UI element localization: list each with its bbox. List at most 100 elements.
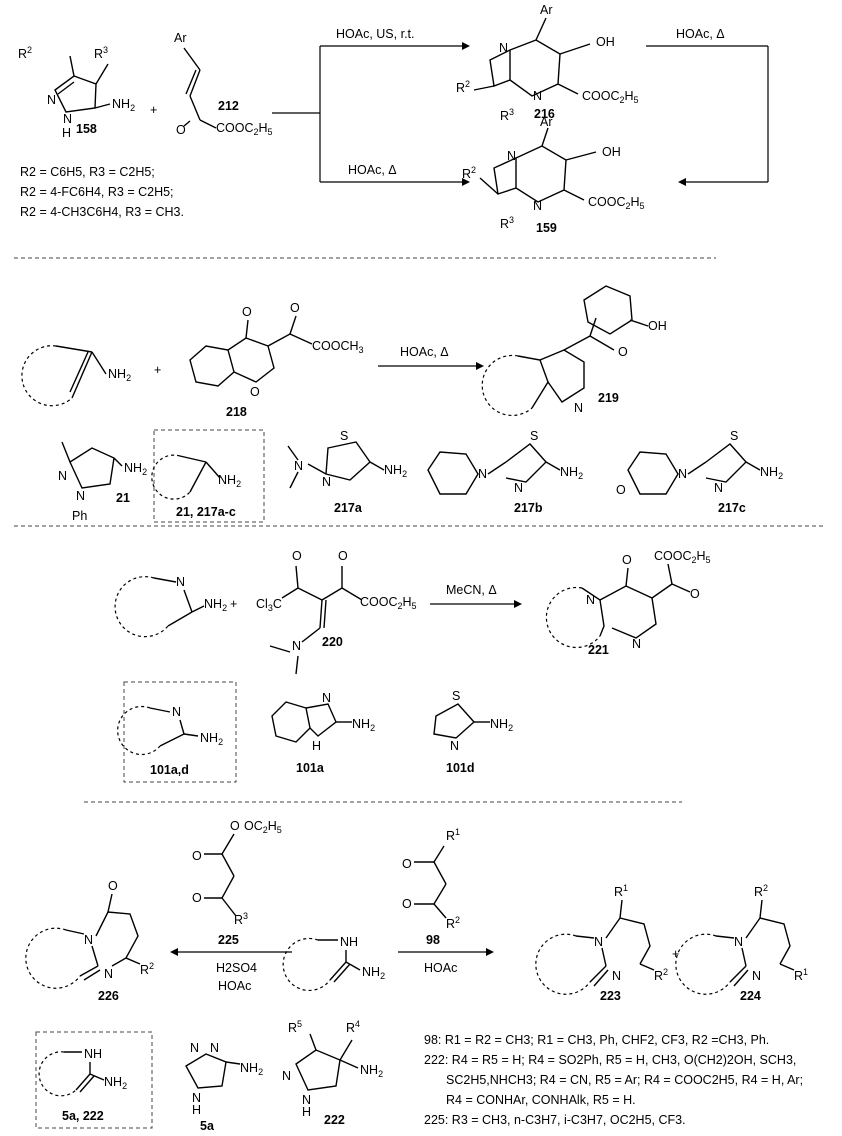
- label-21: 21: [116, 491, 130, 505]
- svg-text:Cl3C: Cl3C: [256, 597, 282, 613]
- svg-text:N: N: [192, 1091, 201, 1105]
- svg-text:OH: OH: [596, 35, 615, 49]
- svg-text:COOCH3: COOCH3: [312, 339, 364, 355]
- svg-text:R1: R1: [794, 967, 808, 983]
- svg-text:N: N: [76, 489, 85, 503]
- svg-text:NH2: NH2: [108, 367, 131, 383]
- svg-text:NH2: NH2: [104, 1075, 127, 1091]
- svg-text:OH: OH: [648, 319, 667, 333]
- svg-text:R3: R3: [500, 107, 514, 123]
- svg-text:O: O: [616, 483, 626, 497]
- structure-220: Cl3C O O COOC2H5 N 220: [256, 549, 417, 675]
- label-101a: 101a: [296, 761, 325, 775]
- svg-text:R4: R4: [346, 1019, 360, 1035]
- label-158: 158: [76, 122, 97, 136]
- svg-text:O: O: [192, 891, 202, 905]
- structure-221: N N O COOC2H5 O 221: [545, 549, 711, 657]
- svg-text:NH2: NH2: [124, 461, 147, 477]
- svg-text:N: N: [586, 593, 595, 607]
- condition-h2so4: H2SO4: [216, 961, 257, 975]
- structure-222: R5 R4 NH2 N N H 222: [282, 1019, 383, 1127]
- svg-text:O: O: [176, 123, 186, 137]
- structure-159: Ar OH COOC2H5 R2 R3 N N 159: [462, 115, 645, 235]
- svg-text:N: N: [478, 467, 487, 481]
- svg-text:COOC2H5: COOC2H5: [582, 89, 639, 105]
- svg-text:Ar: Ar: [540, 115, 553, 129]
- label-5a: 5a: [200, 1119, 215, 1133]
- svg-text:N: N: [104, 967, 113, 981]
- svg-text:NH2: NH2: [204, 597, 227, 613]
- substituent-line-2: R2 = 4-FC6H4, R3 = C2H5;: [20, 185, 174, 199]
- structure-5a: N N N H NH2 5a: [185, 1041, 263, 1133]
- svg-text:NH2: NH2: [352, 717, 375, 733]
- svg-text:S: S: [530, 429, 538, 443]
- svg-text:N: N: [172, 705, 181, 719]
- svg-text:+: +: [154, 363, 161, 377]
- svg-text:O: O: [108, 879, 118, 893]
- svg-text:H: H: [62, 126, 71, 140]
- svg-text:R2: R2: [140, 961, 154, 977]
- condition-panel2: HOAc, Δ: [400, 345, 449, 359]
- condition-upper: HOAc, US, r.t.: [336, 27, 415, 41]
- structure-amidine: N NH2 +: [114, 575, 237, 638]
- svg-text:NH2: NH2: [218, 473, 241, 489]
- structure-218: O O COOCH3 O 218: [189, 301, 364, 419]
- svg-text:N: N: [533, 89, 542, 103]
- structure-158: R2 R3 NH2 N N H 158: [18, 45, 135, 140]
- svg-text:R2: R2: [754, 883, 768, 899]
- structure-boxed-enamine: NH2 21, 217a-c: [151, 454, 241, 519]
- note-222-line-2: SC2H5,NHCH3; R4 = CN, R5 = Ar; R4 = COOC…: [446, 1073, 803, 1087]
- svg-text:O: O: [290, 301, 300, 315]
- structure-98: R1 O O R2 98: [402, 827, 460, 947]
- svg-text:N: N: [282, 1069, 291, 1083]
- svg-text:Ar: Ar: [540, 3, 553, 17]
- svg-text:NH: NH: [340, 935, 358, 949]
- label-224: 224: [740, 989, 761, 1003]
- structure-101d: S N NH2 101d: [433, 689, 513, 775]
- panel-4: O OC2H5 O O R3 225 R1 O O R2 98: [25, 819, 808, 1133]
- svg-text:O: O: [338, 549, 348, 563]
- condition-hoac-left: HOAc: [218, 979, 251, 993]
- svg-text:S: S: [452, 689, 460, 703]
- svg-text:NH2: NH2: [760, 465, 783, 481]
- note-98: 98: R1 = R2 = CH3; R1 = CH3, Ph, CHF2, C…: [424, 1033, 769, 1047]
- structure-aminoazole: NH NH2: [282, 935, 385, 992]
- structure-224: N R2 N R1 224: [675, 883, 808, 1003]
- structure-21: NH2 N N Ph 21: [58, 441, 147, 523]
- svg-text:R2: R2: [456, 79, 470, 95]
- panel-3: N NH2 + Cl3C O O COOC2H5 N 220: [114, 549, 711, 783]
- label-159: 159: [536, 221, 557, 235]
- svg-text:COOC2H5: COOC2H5: [216, 121, 273, 137]
- structure-217a: S N N NH2 217a: [287, 429, 407, 515]
- svg-text:N: N: [678, 467, 687, 481]
- svg-text:R2: R2: [446, 915, 460, 931]
- svg-text:H: H: [192, 1103, 201, 1117]
- structure-226: N O N R2 226: [25, 879, 154, 1003]
- label-98: 98: [426, 933, 440, 947]
- structure-223: N R1 N R2 223: [535, 883, 668, 1003]
- svg-text:N: N: [292, 639, 301, 653]
- label-216: 216: [534, 107, 555, 121]
- svg-text:Ar: Ar: [174, 31, 187, 45]
- svg-text:N: N: [63, 112, 72, 126]
- svg-text:N: N: [176, 575, 185, 589]
- svg-text:N: N: [322, 691, 331, 705]
- svg-text:R2: R2: [18, 45, 32, 61]
- svg-text:NH2: NH2: [112, 97, 135, 113]
- svg-text:+: +: [230, 597, 237, 611]
- label-222: 222: [324, 1113, 345, 1127]
- label-boxed-21: 21, 217a-c: [176, 505, 236, 519]
- svg-text:NH2: NH2: [490, 717, 513, 733]
- label-223: 223: [600, 989, 621, 1003]
- label-217b: 217b: [514, 501, 543, 515]
- note-225: 225: R3 = CH3, n-C3H7, i-C3H7, OC2H5, CF…: [424, 1113, 686, 1127]
- svg-text:NH2: NH2: [240, 1061, 263, 1077]
- svg-text:N: N: [190, 1041, 199, 1055]
- svg-text:R1: R1: [446, 827, 460, 843]
- note-222-line-3: R4 = CONHAr, CONHAlk, R5 = H.: [446, 1093, 636, 1107]
- svg-text:O: O: [402, 897, 412, 911]
- label-218: 218: [226, 405, 247, 419]
- svg-text:N: N: [47, 93, 56, 107]
- svg-text:N: N: [612, 969, 621, 983]
